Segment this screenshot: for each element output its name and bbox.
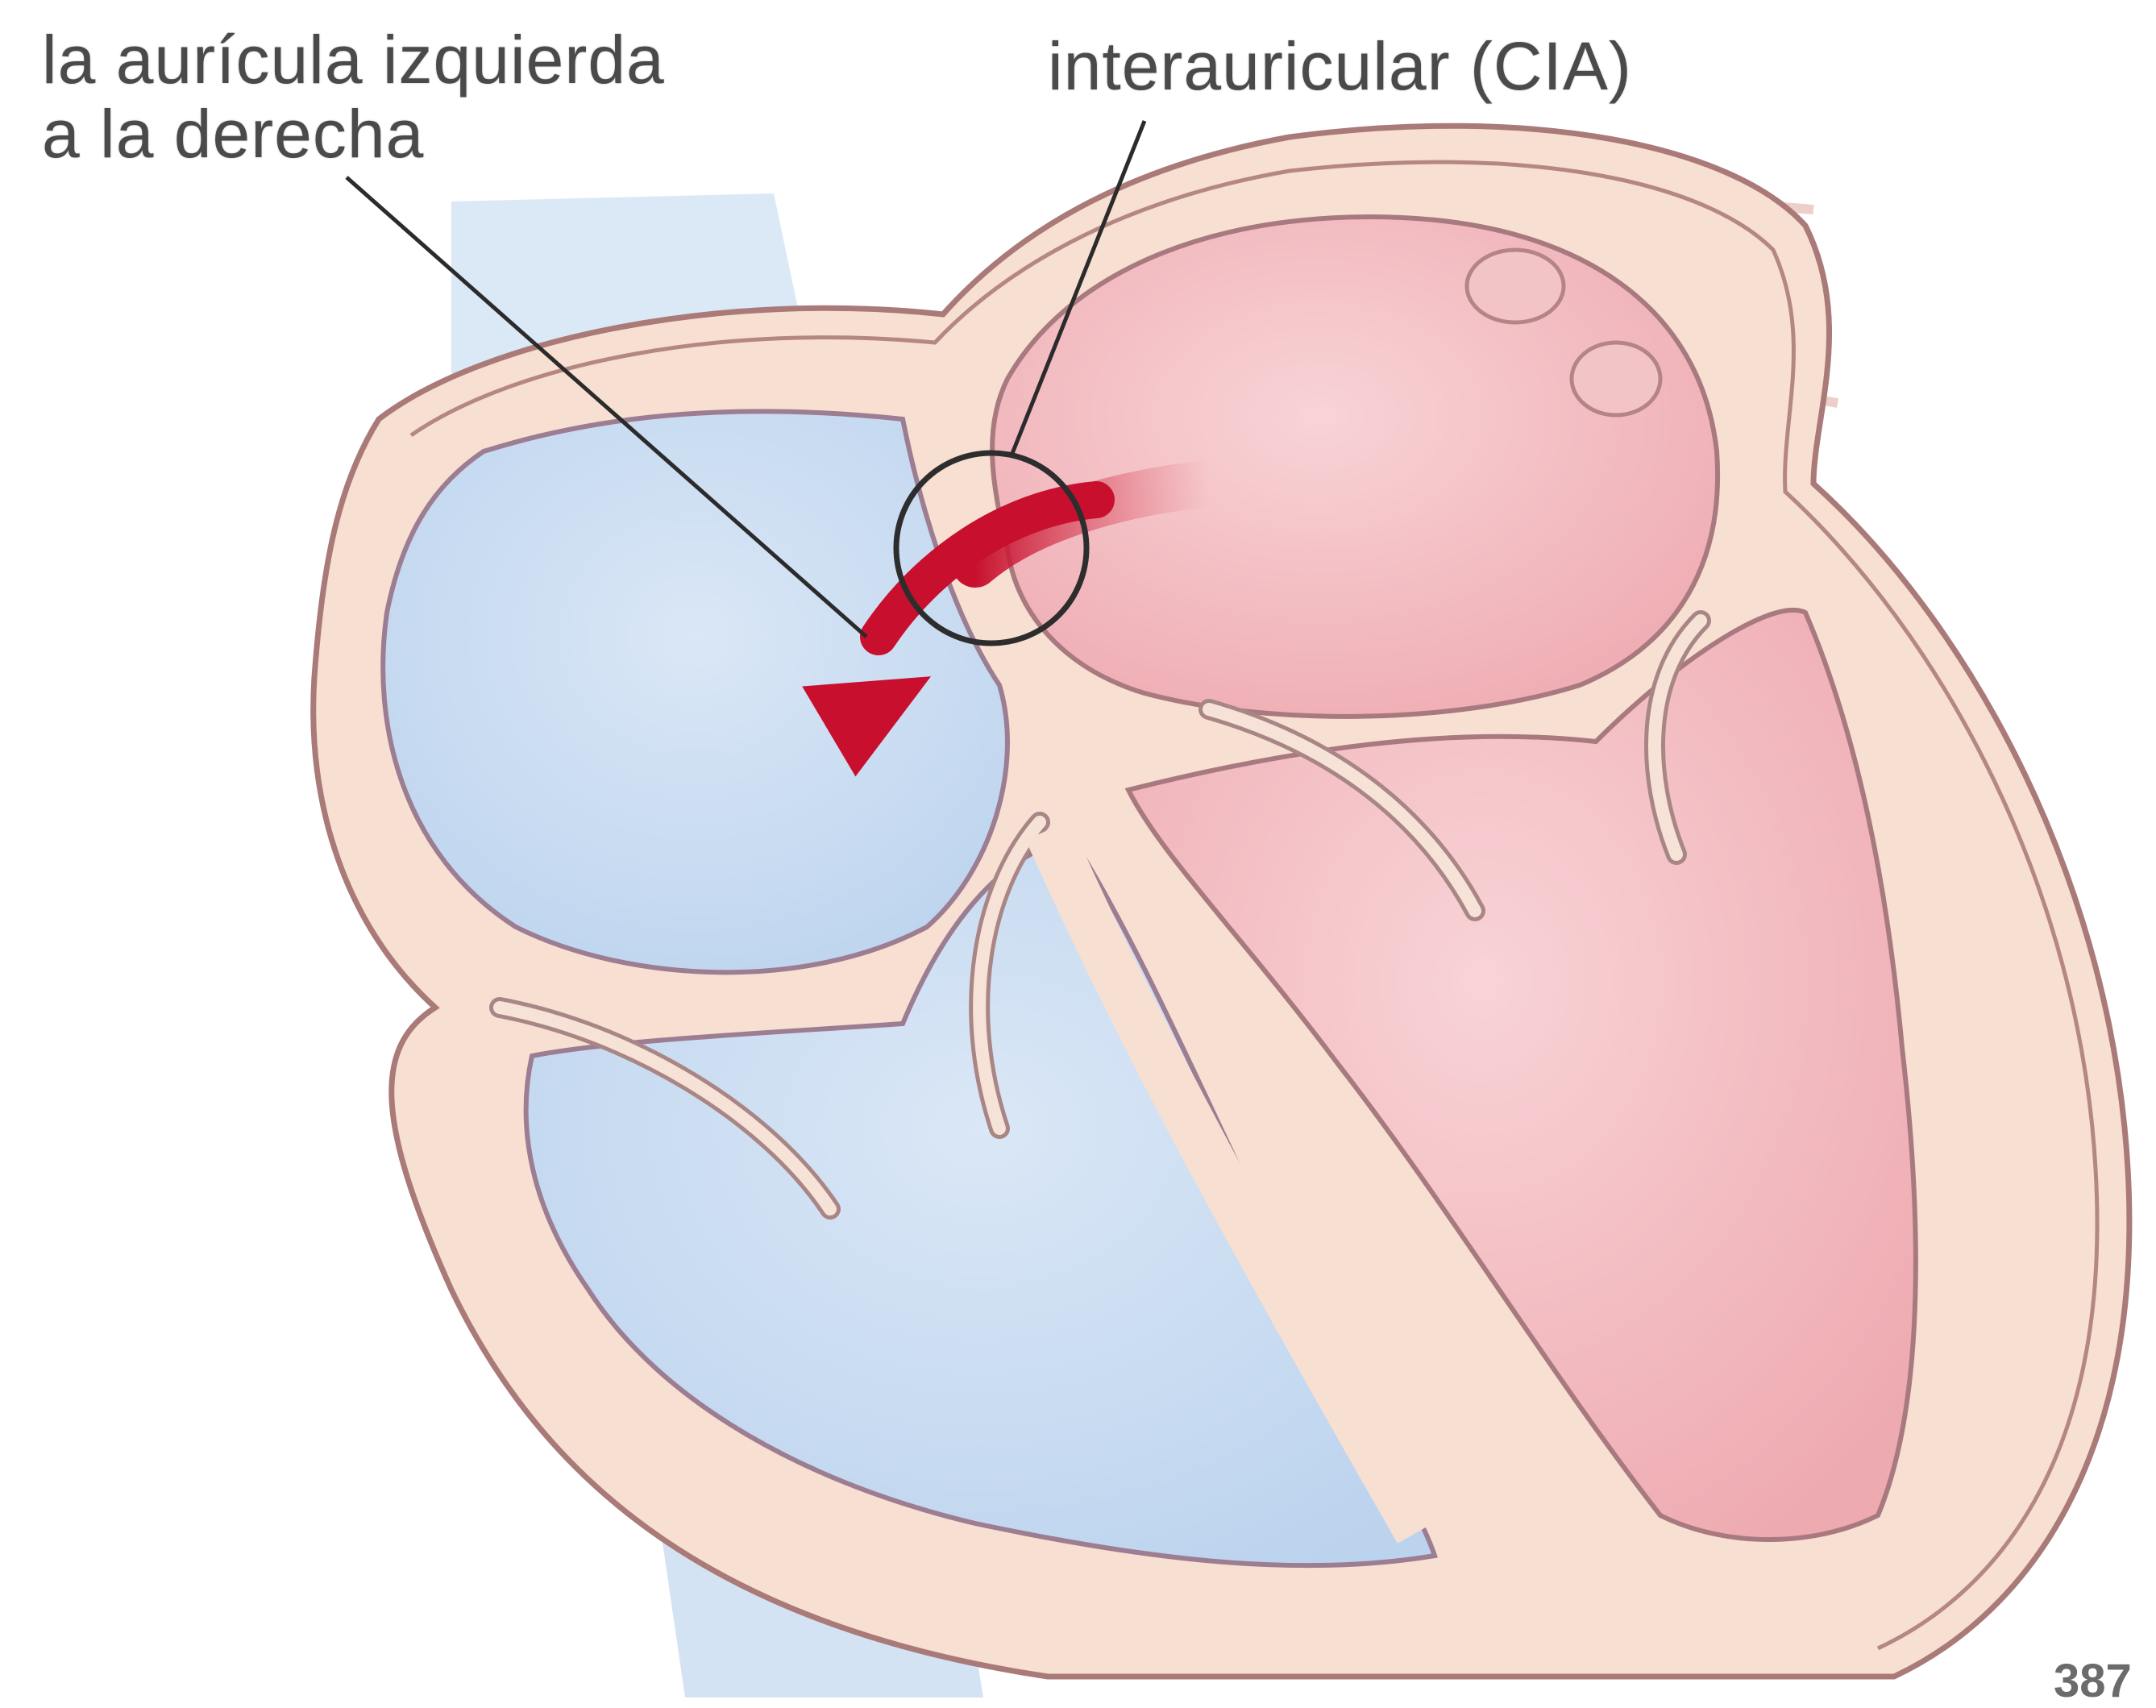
slide-number: 387 — [2054, 1654, 2156, 1708]
pulmonary-vein-opening-2 — [1572, 343, 1660, 415]
left-atrium — [992, 217, 1718, 717]
label-left-to-right-shunt: la aurícula izquierda a la derecha — [42, 23, 665, 171]
label-left-line-2: a la derecha — [42, 97, 665, 171]
label-right-line-1: interauricular (CIA) — [1048, 29, 1632, 103]
label-atrial-septal-defect: interauricular (CIA) — [1048, 29, 1632, 103]
pulmonary-vein-opening-1 — [1467, 250, 1564, 322]
label-left-line-1: la aurícula izquierda — [42, 23, 665, 97]
